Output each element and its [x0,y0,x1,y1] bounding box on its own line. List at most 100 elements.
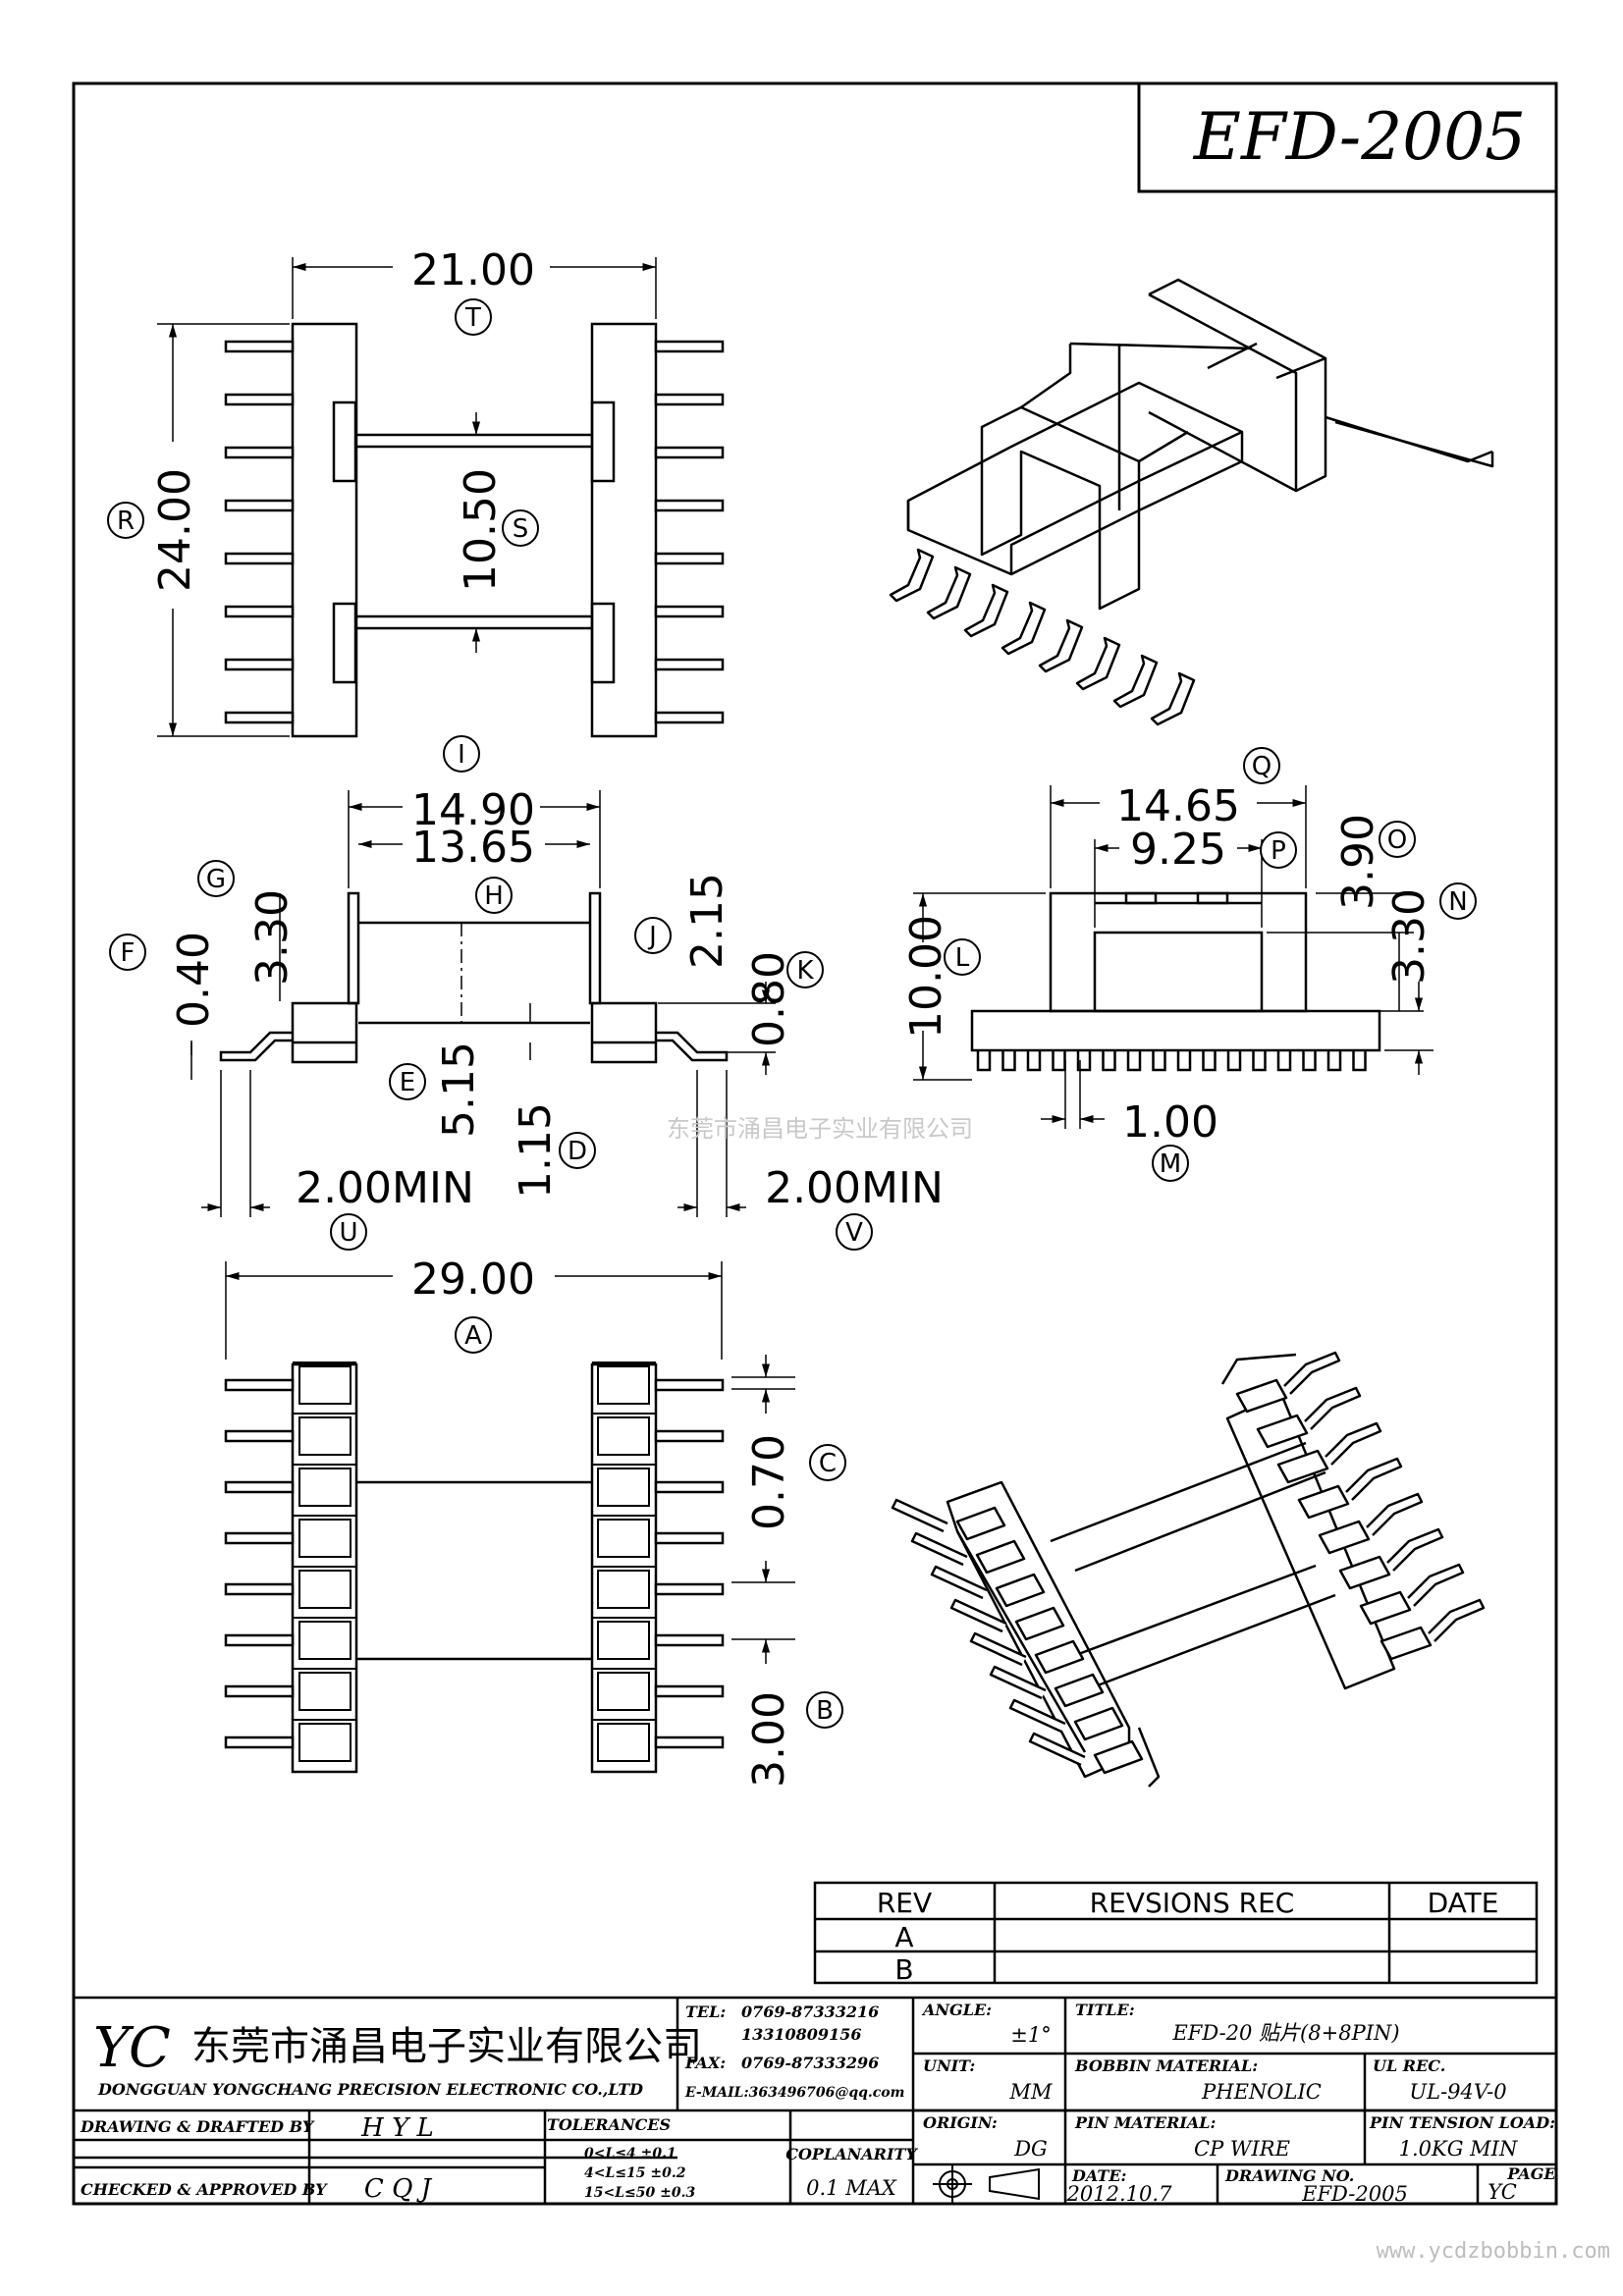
pin [930,1565,988,1600]
unit-label: UNIT: [923,2056,975,2075]
callout-letter: H [484,881,504,911]
page-value: YC [1488,2180,1517,2204]
pin-slot [597,1468,650,1507]
callout-circle [389,1063,426,1100]
pin [1075,636,1121,691]
pin-slot [597,1723,650,1762]
pin [969,1631,1027,1667]
pin-tooth [1252,1050,1267,1072]
pin-tooth [1352,1050,1367,1072]
pin-tooth [1102,1050,1116,1072]
pin [224,1633,295,1647]
pin [1283,1351,1341,1395]
dim-P-value: 9.25 [1130,825,1226,875]
pin [654,1582,725,1596]
drawing-no-value: EFD-2005 [1301,2182,1408,2206]
side-view-right [970,891,1381,1052]
pin [654,340,725,353]
pin [963,583,1009,638]
pin-slot [298,1621,352,1660]
dim-U-value: 2.00MIN [296,1163,474,1213]
pin [654,1735,725,1749]
tolerance-1: 0<L≤4 ±0.1 [584,2146,676,2162]
isometric-bottom-segments [891,1351,1486,1775]
callout-letter: O [1387,826,1407,855]
fax-label: FAX: [684,2054,726,2072]
dim-B-value: 3.00 [744,1691,794,1788]
callout-circle [475,877,513,914]
callout-letter: A [464,1321,482,1351]
pin-tension-label: PIN TENSION LOAD: [1369,2113,1555,2132]
pin [224,1735,295,1749]
pin [1038,618,1084,673]
flange-segment [995,1573,1046,1608]
top-view [291,322,658,738]
dim-V-value: 2.00MIN [765,1163,944,1213]
tolerance-3: 15<L≤50 ±0.3 [584,2185,695,2201]
flange-segment [1276,1449,1329,1484]
pin [224,1582,295,1596]
flange-segment [1014,1606,1065,1641]
pin [654,1684,725,1698]
flange-segment [975,1539,1026,1575]
dim-R-value: 24.00 [150,468,200,592]
pin [654,393,725,406]
revision-row-a: A [894,1921,913,1953]
pin-tooth [1302,1050,1317,1072]
bottom-view-pins-right [654,1378,725,1749]
callout-circle [330,1213,367,1251]
dim-S-value: 10.50 [456,468,506,592]
angle-label: ANGLE: [921,2001,992,2019]
page-label: PAGE [1506,2164,1556,2183]
flange-segment [1054,1673,1105,1708]
ul-rec-value: UL-94V-0 [1409,2080,1506,2104]
pin [1386,1527,1444,1572]
pin [224,499,295,512]
title-box [1137,81,1558,193]
pin-tooth [976,1050,992,1072]
pin [889,548,935,603]
pin [1008,1698,1066,1734]
dim-M-value: 1.00 [1122,1097,1218,1148]
pin [654,446,725,459]
callout-letter: P [1271,836,1286,866]
pin [1112,654,1159,709]
dim-I-value: 14.90 [411,785,535,835]
footer-url: www.ycdzbobbin.com [1377,2239,1610,2264]
pin-tooth [1126,1050,1142,1072]
dim-J-value: 2.15 [682,873,732,969]
pin [1304,1386,1362,1430]
pin-slot [597,1570,650,1609]
pin-slot [298,1365,352,1405]
pin-slot [298,1723,352,1762]
dim-F-value: 0.40 [169,932,219,1028]
checked-by: C Q J [364,2174,433,2204]
callout-circle [634,917,672,954]
pin [224,552,295,565]
tolerances-label: TOLERANCES [547,2115,671,2134]
pin [224,658,295,671]
bottom-view [291,1362,658,1774]
side-view-right-pins [976,1050,1367,1072]
callout-letter: F [121,938,135,968]
callout-letter: E [400,1068,415,1097]
bottom-view-slots [293,1362,656,1762]
callout-circle [1260,831,1297,869]
callout-circle [109,934,146,971]
company-logo: YC [93,2016,171,2080]
dim-A-value: 29.00 [411,1255,535,1305]
date-value: 2012.10.7 [1066,2182,1173,2206]
callout-letter: G [206,865,226,894]
pin-tooth [1202,1050,1217,1072]
drawing-by: H Y L [360,2113,434,2143]
pin [654,552,725,565]
dim-E-value: 5.15 [434,1041,484,1138]
pin [224,711,295,724]
pin [224,446,295,459]
watermark-text: 东莞市涌昌电子实业有限公司 [667,1115,973,1143]
callout-letter: U [339,1218,357,1248]
callout-circle [1243,747,1280,784]
flange-segment [1338,1555,1391,1590]
bobbin-material-label: BOBBIN MATERIAL: [1074,2056,1258,2075]
